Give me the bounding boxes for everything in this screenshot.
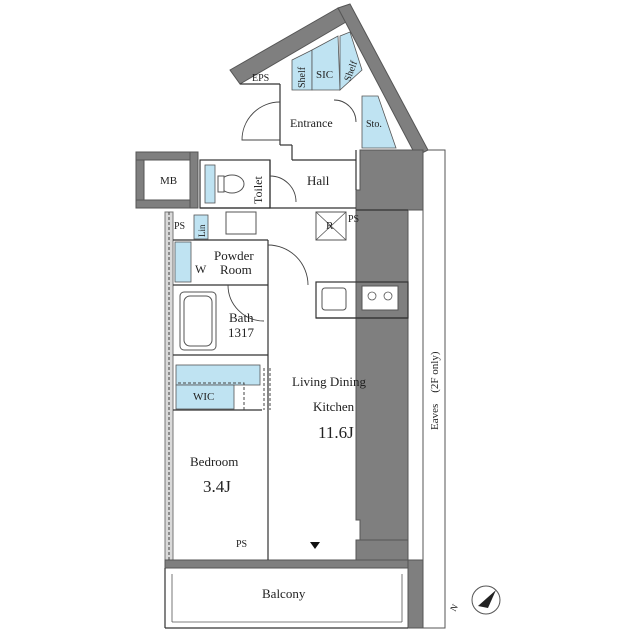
lin-label: Lin <box>197 224 207 237</box>
eps-label: EPS <box>252 73 269 84</box>
washer-label: W <box>195 262 207 276</box>
bath-label: Bath <box>229 310 254 325</box>
doors <box>227 99 357 322</box>
balcony-outline <box>164 568 408 629</box>
bedroom-label: Bedroom <box>190 454 238 469</box>
wic-label: WIC <box>193 391 214 403</box>
refrigerator-label: R <box>326 220 334 232</box>
eaves-strip <box>422 149 446 629</box>
entrance-label: Entrance <box>290 116 333 130</box>
room-labels: EPS Shelf SIC Shelf Entrance Sto. MB Toi… <box>160 59 460 613</box>
ps-left-label: PS <box>174 221 185 232</box>
storage-label: Sto. <box>366 119 382 130</box>
sic-label: SIC <box>316 69 333 81</box>
bedroom-size-label: 3.4J <box>203 477 231 496</box>
ldk-label-2: Kitchen <box>313 399 355 414</box>
exterior-walls <box>135 3 429 629</box>
bath-size-label: 1317 <box>228 325 255 340</box>
ps-kitchen-label: PS <box>348 214 359 225</box>
north-arrow <box>471 585 501 615</box>
ldk-label-1: Living Dining <box>292 374 367 389</box>
storage-areas <box>174 31 397 410</box>
hall-label: Hall <box>307 173 330 188</box>
ps-bedroom-label: PS <box>236 539 247 550</box>
hanger-rails <box>168 212 271 560</box>
fixtures <box>179 174 399 549</box>
north-label: N <box>448 602 460 613</box>
mb-label: MB <box>160 175 177 187</box>
balcony-label: Balcony <box>262 586 306 601</box>
powder-room-label-1: Powder <box>214 248 254 263</box>
shelf-left-label: Shelf <box>297 66 308 88</box>
ldk-size-label: 11.6J <box>318 423 354 442</box>
powder-room-label-2: Room <box>220 262 252 277</box>
toilet-label: Toilet <box>251 176 265 204</box>
interior-walls <box>173 83 409 560</box>
eaves-label: Eaves (2F only) <box>429 351 441 430</box>
